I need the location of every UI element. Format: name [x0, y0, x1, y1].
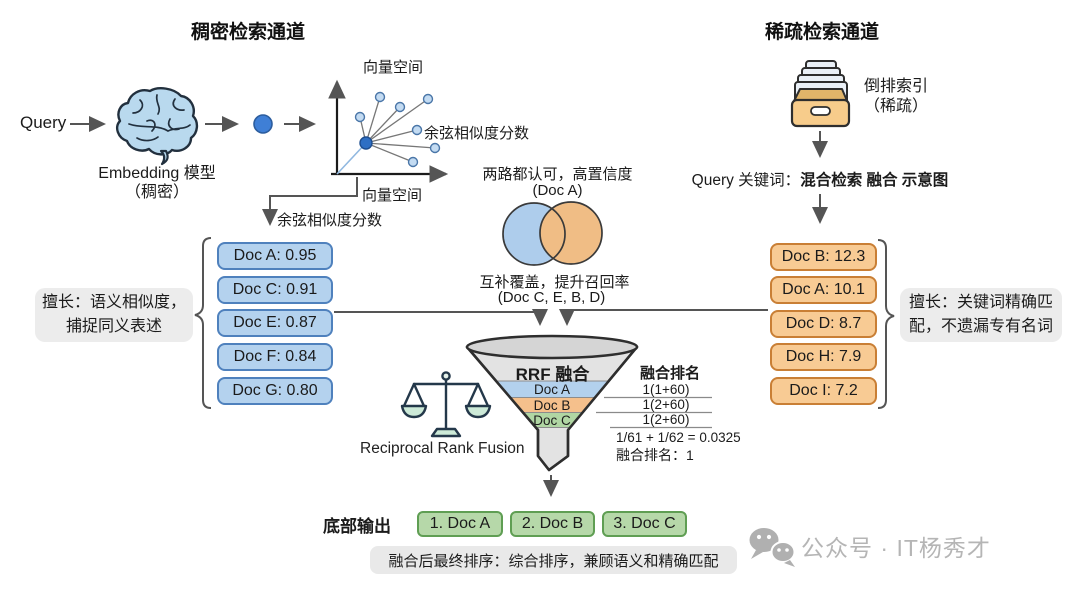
- fusion-rank-header: 融合排名: [640, 365, 701, 382]
- embedding-model-line2: （稠密）: [124, 184, 189, 201]
- sparse-flow-arrows: [559, 131, 828, 326]
- venn-bottom-line1: 互补覆盖，提升召回率: [479, 274, 630, 291]
- venn-top-line1: 两路都认可，高置信度: [482, 166, 633, 183]
- fusion-rank-line: 融合排名：1: [616, 447, 694, 463]
- dense-strength-line2: 捕捉同义表述: [65, 318, 162, 335]
- dense-channel-title: 稠密检索通道: [190, 22, 305, 43]
- watermark-text: 公众号 · IT杨秀才: [801, 535, 991, 561]
- sparse-channel-title: 稀疏检索通道: [764, 22, 879, 43]
- sparse-doc-row: Doc H: 7.9: [770, 343, 877, 371]
- embedding-model-line1: Embedding 模型: [98, 165, 216, 182]
- inverted-index-label: 倒排索引 （稀疏）: [850, 77, 942, 117]
- funnel-band-label: Doc A: [533, 382, 571, 397]
- rank-leader-lines: [596, 396, 712, 429]
- dense-strength-callout: 擅长：语义相似度， 捕捉同义表述: [35, 288, 193, 342]
- dense-doc-row: Doc G: 0.80: [217, 377, 333, 405]
- cosine-similarity-label-elbow: 余弦相似度分数: [277, 212, 383, 229]
- venn-diagram: [502, 201, 603, 266]
- sparse-doc-row: Doc D: 8.7: [770, 310, 877, 338]
- sparse-strength-callout: 擅长：关键词精确匹 配，不遗漏专有名词: [900, 288, 1062, 342]
- card-index-icon: [790, 60, 851, 128]
- dense-doc-row: Doc E: 0.87: [217, 309, 333, 337]
- sparse-doc-row: Doc A: 10.1: [770, 276, 877, 304]
- scale-label: Reciprocal Rank Fusion: [360, 440, 525, 457]
- sparse-strength-line1: 擅长：关键词精确匹: [908, 294, 1053, 311]
- embedding-model-label: Embedding 模型 （稠密）: [87, 164, 227, 202]
- inverted-index-line1: 倒排索引: [863, 78, 928, 95]
- query-label: Query: [20, 113, 67, 132]
- left-brace: [194, 237, 212, 409]
- sparse-doc-row: Doc B: 12.3: [770, 243, 877, 271]
- vector-space-plot: [328, 79, 449, 183]
- venn-bottom-line2: (Doc C, E, B, D): [497, 289, 606, 306]
- dense-doc-row: Doc F: 0.84: [217, 343, 333, 371]
- fusion-sum-line: 1/61 + 1/62 = 0.0325: [616, 430, 741, 445]
- vector-space-label-top: 向量空间: [363, 59, 424, 76]
- inverted-index-line2: （稀疏）: [863, 98, 928, 115]
- output-item: 1. Doc A: [417, 511, 503, 537]
- cosine-similarity-label-scatter: 余弦相似度分数: [424, 125, 530, 142]
- dense-flow-arrows: [70, 116, 548, 326]
- right-brace: [877, 239, 895, 409]
- fusion-formula: 1(1+60): [642, 382, 690, 397]
- brain-icon: [116, 87, 199, 166]
- dense-doc-row: Doc C: 0.91: [217, 276, 333, 304]
- bottom-output-label: 底部输出: [323, 517, 391, 536]
- balance-scale-icon: [400, 371, 492, 438]
- output-item: 3. Doc C: [602, 511, 687, 537]
- dense-doc-row: Doc A: 0.95: [217, 242, 333, 270]
- dense-strength-line1: 擅长：语义相似度，: [41, 294, 186, 311]
- keywords-prefix: Query 关键词：: [691, 172, 801, 189]
- final-ranking-note: 融合后最终排序：综合排序，兼顾语义和精确匹配: [370, 546, 737, 574]
- funnel-title: RRF 融合: [515, 365, 590, 384]
- keywords-bold: 混合检索 融合 示意图: [800, 172, 949, 189]
- sparse-doc-row: Doc I: 7.2: [770, 377, 877, 405]
- query-vector-dot: [253, 114, 273, 134]
- vector-space-label-bottom: 向量空间: [362, 187, 423, 204]
- fusion-formula: 1(2+60): [642, 412, 690, 427]
- fusion-formula: 1(2+60): [642, 397, 690, 412]
- funnel-band-label: Doc C: [533, 413, 571, 428]
- sparse-strength-line2: 配，不遗漏专有名词: [908, 318, 1053, 335]
- funnel-band-label: Doc B: [533, 398, 571, 413]
- wechat-icon: [749, 528, 796, 567]
- sparse-query-keywords: Query 关键词：混合检索 融合 示意图: [672, 168, 968, 190]
- venn-top-line2: (Doc A): [532, 182, 583, 199]
- output-item: 2. Doc B: [510, 511, 595, 537]
